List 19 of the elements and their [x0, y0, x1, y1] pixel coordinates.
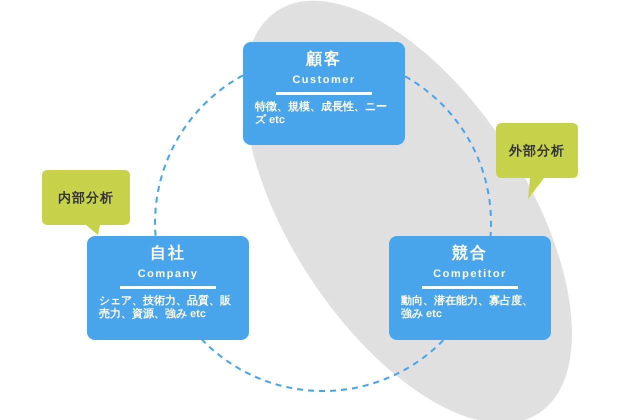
card-subtitle: Customer: [292, 73, 356, 88]
speech-bubble: [42, 170, 130, 235]
dashed-connector: [154, 74, 244, 236]
card-description: 動向、潜在能力、寡占度、強み etc: [400, 295, 534, 321]
dashed-connector: [404, 76, 492, 236]
dashed-connector: [201, 338, 444, 392]
info-card: [389, 236, 551, 340]
card-subtitle: Company: [138, 267, 198, 282]
card-description: シェア、技術力、品質、販売力、資源、強み etc: [98, 295, 232, 321]
callout-text: 外部分析: [509, 142, 565, 160]
info-card: [243, 42, 405, 145]
card-title: 競合: [452, 244, 488, 264]
card-subtitle: Competitor: [433, 267, 507, 282]
card-description: 特徴、規模、成長性、ニーズ etc: [254, 101, 388, 127]
card-title: 自社: [150, 244, 186, 264]
card-title: 顧客: [306, 50, 342, 70]
speech-bubble: [496, 123, 578, 199]
info-card: [87, 236, 249, 340]
callout-text: 内部分析: [58, 188, 114, 207]
